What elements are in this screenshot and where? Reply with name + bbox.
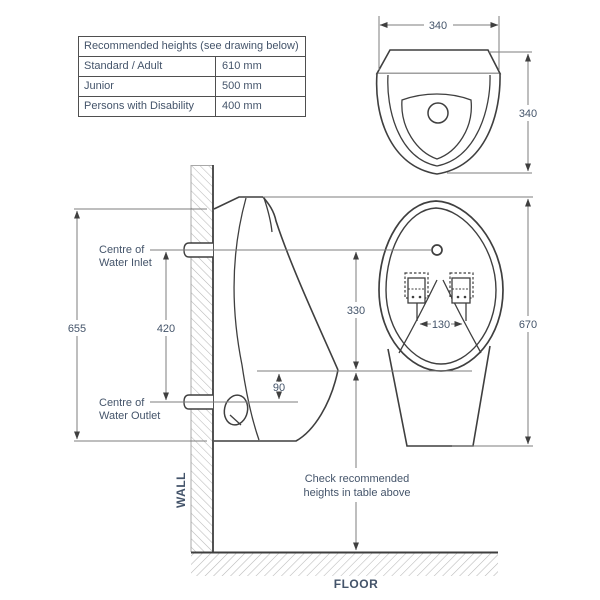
table-header: Recommended heights (see drawing below) [79, 37, 305, 57]
table-row: Standard / Adult 610 mm [79, 57, 305, 77]
row-value: 400 mm [222, 100, 262, 112]
floor-label: FLOOR [334, 577, 379, 591]
dimension-420: 420 [151, 251, 181, 401]
dimension-655: 655 [62, 210, 92, 440]
inlet-label-line1: Centre of [99, 244, 145, 256]
wall-hatch [191, 165, 213, 552]
reference-lines [74, 16, 533, 447]
front-view-inlet-hole [431, 244, 443, 256]
side-view [183, 196, 339, 442]
outlet-trap [223, 394, 249, 426]
outlet-trap-slash [229, 414, 242, 426]
dim-90-label: 90 [273, 382, 285, 394]
floor-hatch [191, 552, 498, 576]
dimension-130: 130 [419, 319, 463, 331]
dim-130-label: 130 [432, 319, 450, 331]
dim-670-label: 670 [519, 319, 537, 331]
row-value: 610 mm [222, 60, 262, 72]
wall-label: WALL [174, 472, 188, 508]
recommended-height-line: Check recommended heights in table above [298, 372, 416, 551]
dim-420-label: 420 [157, 323, 175, 335]
table-row: Persons with Disability 400 mm [79, 97, 305, 116]
row-label: Junior [79, 77, 216, 96]
fixing-bracket-right [449, 272, 474, 304]
side-view-spout-inner-line [263, 197, 273, 233]
annotation-labels: Centre of Water Inlet Centre of Water Ou… [99, 244, 378, 591]
dimension-340-width: 340 [379, 18, 499, 32]
front-view-bowl-outer [378, 200, 504, 372]
side-view-top-edge [213, 196, 263, 210]
dimension-90: 90 [273, 373, 285, 400]
dimension-340-depth: 340 [513, 53, 543, 172]
wall-section [190, 165, 214, 552]
table-row: Junior 500 mm [79, 77, 305, 97]
outlet-label-line2: Water Outlet [99, 410, 160, 422]
inlet-label-line2: Water Inlet [99, 257, 152, 269]
front-view-waterway-right [442, 279, 482, 354]
floor-section [191, 551, 498, 576]
dimension-670: 670 [513, 198, 543, 445]
top-view [375, 49, 502, 175]
recommended-heights-table: Recommended heights (see drawing below) … [78, 36, 306, 117]
side-view-inner-back-curve [233, 197, 260, 441]
side-view-front-curve [262, 196, 339, 371]
dim-340-width-label: 340 [429, 20, 447, 32]
fixing-bracket-left [404, 272, 429, 304]
side-view-bottom-curve [214, 369, 339, 442]
outlet-label-line1: Centre of [99, 397, 145, 409]
check-note-line1: Check recommended [305, 473, 410, 485]
front-view-shroud-outline [387, 345, 491, 447]
dim-330-label: 330 [347, 305, 365, 317]
row-value: 500 mm [222, 80, 262, 92]
front-view-bowl-inner [385, 207, 497, 365]
dim-655-label: 655 [68, 323, 86, 335]
check-note-line2: heights in table above [303, 487, 410, 499]
dimension-330: 330 [341, 251, 371, 370]
dim-340-depth-label: 340 [519, 108, 537, 120]
top-view-rim-inner [387, 74, 491, 167]
front-view-waterway-left [398, 279, 438, 354]
top-view-cistern [375, 49, 502, 75]
row-label: Persons with Disability [79, 97, 216, 116]
top-view-drain-hole [427, 102, 449, 124]
row-label: Standard / Adult [79, 57, 216, 76]
top-view-cavity [401, 93, 472, 160]
